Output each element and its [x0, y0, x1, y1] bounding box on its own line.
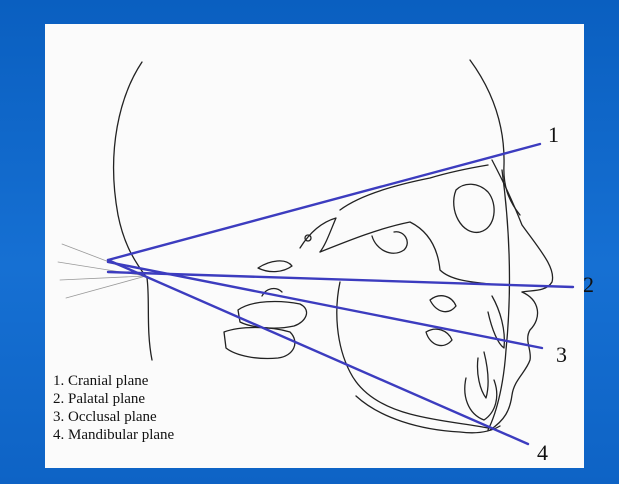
facial-bone-line [488, 170, 509, 430]
skull-outline [114, 62, 152, 360]
soft-tissue-profile [490, 292, 538, 430]
sella-point [305, 235, 311, 241]
vertebra-lower [224, 328, 295, 359]
plane-number-2: 2 [583, 274, 594, 296]
cranial-base [340, 165, 488, 210]
zygomatic-outline [372, 232, 407, 253]
nose-outline [492, 160, 553, 292]
palatal-plane-line [108, 272, 573, 287]
sphenoid-outline [300, 218, 336, 252]
plane-number-4: 4 [537, 442, 548, 464]
plane-legend: 1. Cranial plane 2. Palatal plane 3. Occ… [53, 372, 174, 444]
lower-molar [426, 329, 452, 345]
legend-item-palatal-plane: 2. Palatal plane [53, 390, 174, 408]
maxilla-outline [320, 222, 490, 284]
lower-incisor [477, 352, 488, 398]
upper-molar [430, 296, 456, 312]
occlusal-plane-line [108, 262, 542, 348]
cranial-plane-line [108, 144, 540, 260]
legend-item-occlusal-plane: 3. Occlusal plane [53, 408, 174, 426]
mastoid-outline [258, 261, 292, 272]
orbit-outline [454, 184, 494, 232]
plane-number-3: 3 [556, 344, 567, 366]
legend-item-cranial-plane: 1. Cranial plane [53, 372, 174, 390]
plane-number-1: 1 [548, 124, 559, 146]
forehead-outline [470, 60, 520, 215]
ramus-outline [337, 282, 488, 428]
symphysis-outline [465, 378, 497, 420]
legend-item-mandibular-plane: 4. Mandibular plane [53, 426, 174, 444]
vertebra-upper [238, 302, 307, 329]
